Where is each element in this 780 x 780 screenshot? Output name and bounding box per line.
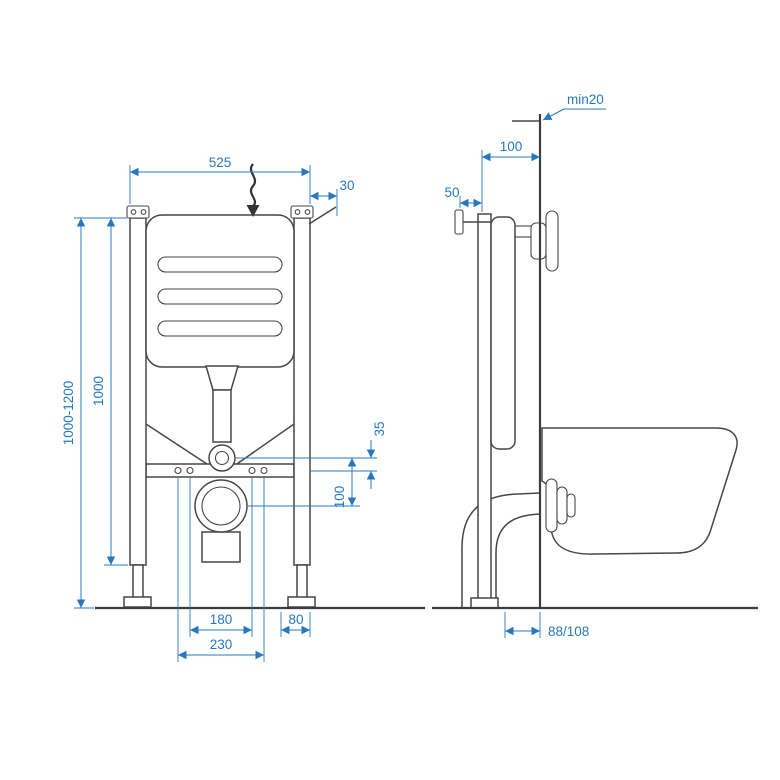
dimension-wall-min20: min20 <box>542 92 606 121</box>
outlet-box <box>201 531 241 563</box>
dimension-outlet-offset-35: 35 <box>236 421 387 489</box>
dimension-fixing-spacing-230: 230 <box>177 477 265 662</box>
flush-pipe-funnel <box>205 365 239 391</box>
dim-label-wall-min: min20 <box>567 92 604 107</box>
frame-post-right <box>293 217 311 566</box>
frame-post-left <box>129 217 147 566</box>
dim-label-height-range: 1000-1200 <box>61 381 76 446</box>
dimension-height-range: 1000-1200 <box>61 217 127 609</box>
dimension-valve-offset-50: 50 <box>444 185 482 208</box>
dimension-outlet-drop-100: 100 <box>248 458 360 508</box>
toilet-bowl-profile <box>541 427 738 555</box>
mounting-tabs <box>126 205 337 225</box>
dim-label-bracket-offset: 30 <box>339 178 354 193</box>
brace-right <box>233 423 295 467</box>
brace-left <box>145 423 211 467</box>
dimension-edge-offset-80: 80 <box>280 612 311 637</box>
dim-label-bolt-spacing: 180 <box>210 612 233 627</box>
dim-label-outlet-drop: 100 <box>332 486 347 509</box>
outlet-flange <box>545 478 576 533</box>
drain-pipe <box>461 492 541 608</box>
wall-bracket-arm <box>308 206 337 225</box>
flush-pipe <box>212 389 232 443</box>
frame-rail-side <box>477 213 492 601</box>
side-view: min20 100 50 88/108 <box>432 92 758 639</box>
dimension-bolt-spacing-180: 180 <box>189 477 253 637</box>
dimension-width-525: 525 <box>129 155 311 204</box>
cistern-side <box>490 216 516 450</box>
dim-label-valve-offset: 50 <box>444 185 459 200</box>
wall-anchor-flange <box>530 210 559 272</box>
cistern-slots <box>157 256 283 337</box>
dim-label-edge-offset: 80 <box>288 612 303 627</box>
dim-label-frame-depth: 100 <box>500 139 523 154</box>
frame-foot-side <box>470 597 499 609</box>
dimension-frame-height: 1000 <box>91 218 128 566</box>
dim-label-outlet-distance: 88/108 <box>548 624 589 639</box>
dim-label-outlet-offset: 35 <box>372 421 387 436</box>
dim-label-width: 525 <box>209 155 232 170</box>
dim-label-frame-height: 1000 <box>91 376 106 406</box>
frame-feet <box>123 564 316 608</box>
front-view: 525 30 1000-1200 1000 35 <box>61 155 425 662</box>
dimension-outlet-distance: 88/108 <box>504 612 589 639</box>
water-valve <box>454 209 492 235</box>
dimension-offset-30: 30 <box>310 178 355 216</box>
dim-label-fixing-spacing: 230 <box>210 637 233 652</box>
dimension-frame-depth-100: 100 <box>481 139 540 212</box>
fixing-bolt-holes <box>174 466 268 475</box>
